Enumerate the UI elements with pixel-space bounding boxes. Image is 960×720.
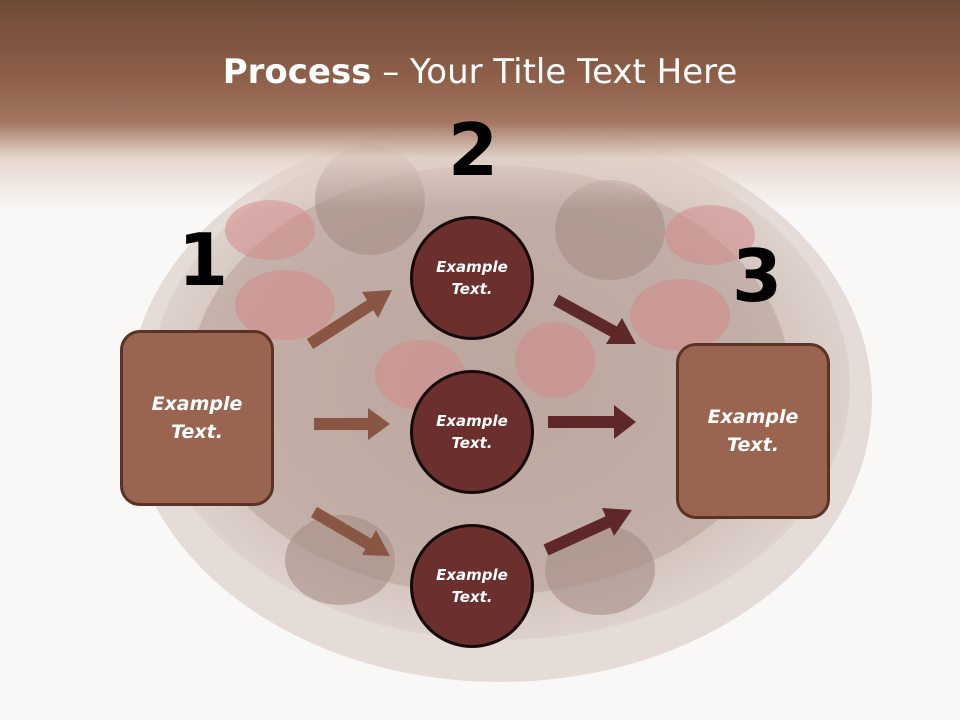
left-step-box: Example Text. [120, 330, 274, 506]
arrow-top-to-right [553, 294, 636, 344]
title-bold: Process [222, 52, 372, 92]
circle-middle-text: Example Text. [436, 411, 508, 453]
step-number-3: 3 [732, 234, 783, 318]
center-circle-middle: Example Text. [410, 370, 534, 494]
center-circle-top: Example Text. [410, 216, 534, 340]
arrow-left-to-middle [314, 408, 390, 440]
right-step-text: Example Text. [707, 405, 799, 457]
circle-bottom-text: Example Text. [436, 565, 508, 607]
arrow-left-to-top [306, 290, 392, 350]
circle-top-text: Example Text. [436, 257, 508, 299]
step-number-2: 2 [448, 108, 499, 192]
header-band [0, 0, 960, 210]
page-title: Process – Your Title Text Here [0, 52, 960, 92]
step-number-1: 1 [178, 218, 229, 302]
left-step-text: Example Text. [151, 392, 243, 444]
arrow-middle-to-right [548, 405, 636, 439]
right-step-box: Example Text. [676, 343, 830, 519]
title-rest: – Your Title Text Here [371, 52, 738, 92]
center-circle-bottom: Example Text. [410, 524, 534, 648]
arrow-bottom-to-right [543, 508, 632, 556]
arrow-left-to-bottom [310, 506, 390, 556]
